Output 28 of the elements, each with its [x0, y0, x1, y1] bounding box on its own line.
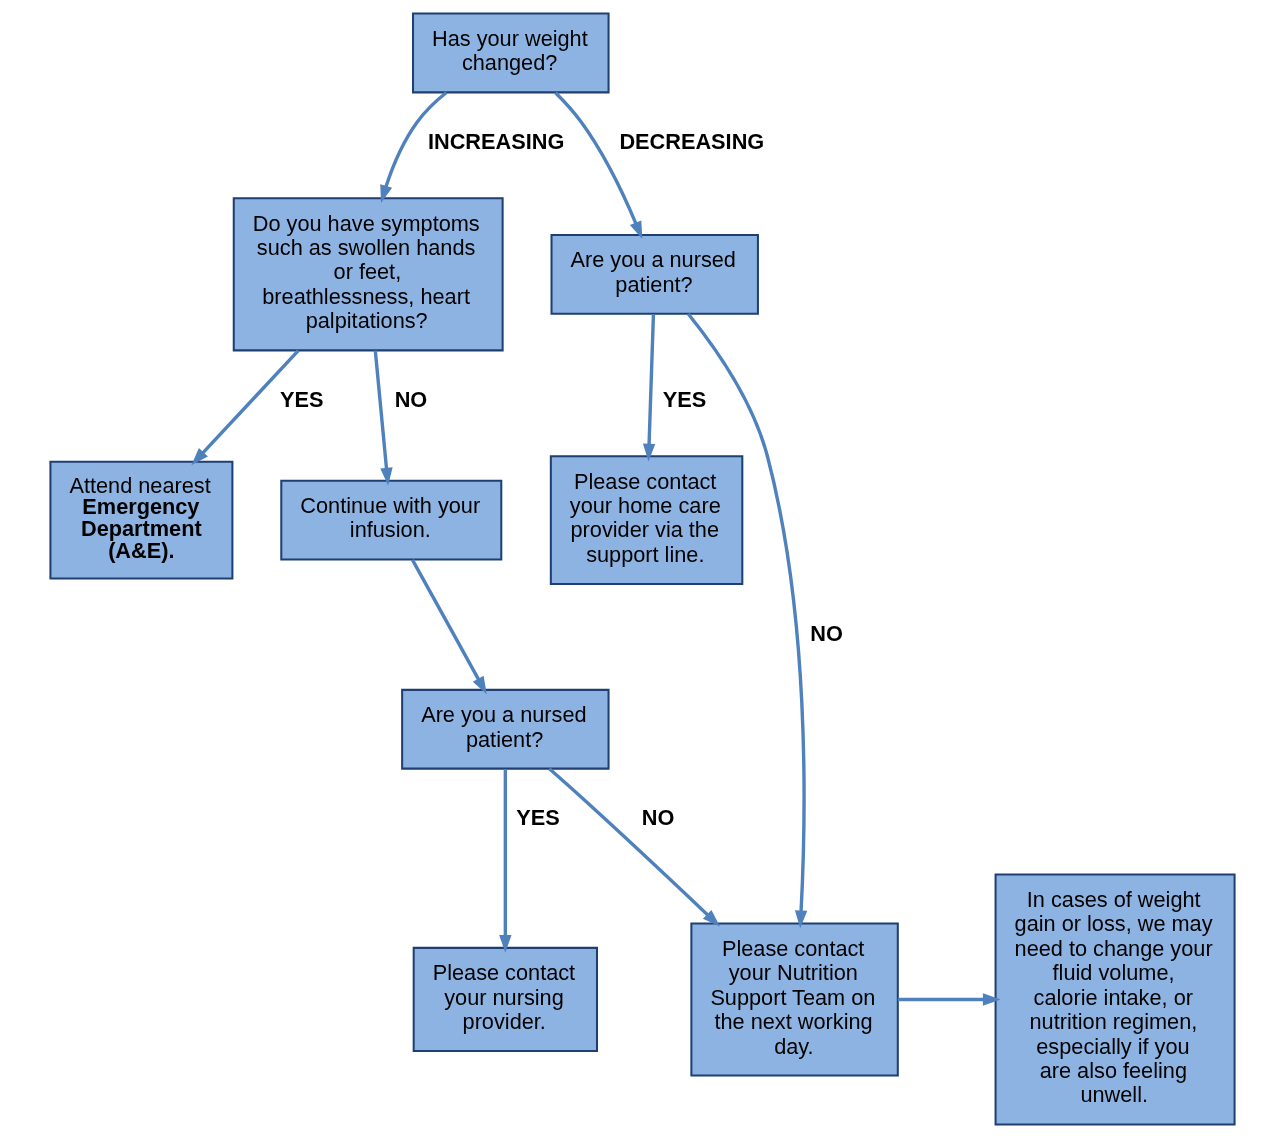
arrow — [191, 349, 300, 466]
node-box: Has your weight changed? — [412, 12, 610, 94]
edge-label: YES — [516, 805, 560, 831]
node-box: Continue with your infusion. — [280, 479, 503, 561]
edge-label: NO — [394, 387, 428, 413]
edge-label: DECREASING — [619, 129, 765, 155]
node-box: Attend nearest Emergency Department (A&E). — [49, 460, 234, 580]
edge-label: NO — [641, 805, 675, 831]
edge-label: INCREASING — [427, 129, 565, 155]
arrow — [687, 312, 808, 929]
arrow — [548, 767, 720, 927]
node-box: In cases of weight gain or loss, we may need to change your fluid volume, calorie intake, or nutrition regimen, especially if you are also feeling unwell. — [994, 873, 1236, 1126]
edge-label: YES — [662, 387, 707, 413]
arrow — [410, 559, 487, 695]
node-box: Are you a nursed patient? — [401, 688, 610, 770]
arrow — [554, 91, 643, 240]
node-box: Please contact your Nutrition Support Team on the next working day. — [690, 922, 899, 1077]
node-box: Please contact your home care provider via the support line. — [549, 455, 744, 585]
arrow — [373, 350, 393, 486]
node-box: Do you have symptoms such as swollen hands or feet, breathlessness, heart palpitations? — [232, 197, 504, 352]
arrow — [380, 91, 448, 203]
edge-label: YES — [279, 387, 324, 413]
node-box: Please contact your nursing provider. — [412, 946, 599, 1053]
arrow — [499, 768, 512, 953]
node-box: Are you a nursed patient? — [550, 233, 759, 315]
edge-label: NO — [810, 620, 843, 646]
arrow — [642, 314, 656, 462]
arrow — [897, 993, 1001, 1006]
